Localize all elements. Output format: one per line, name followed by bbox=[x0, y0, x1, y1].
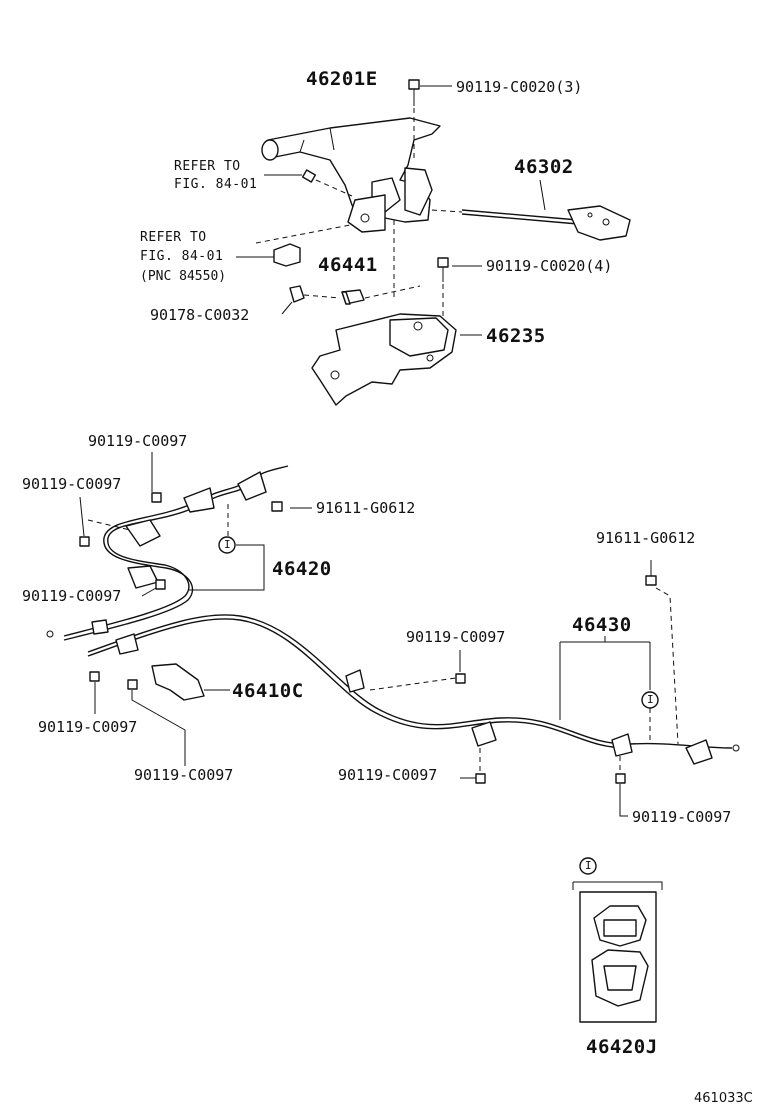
bracket-drawing bbox=[311, 313, 482, 406]
cable-left-part-number: 46420 bbox=[272, 558, 332, 580]
bushing-drawing bbox=[303, 220, 421, 305]
refer-fig-2-line1: REFER TO bbox=[140, 230, 207, 245]
bracket-bolt-part-number: 90119-C0020(4) bbox=[486, 257, 613, 275]
cover-part-number: 46410C bbox=[232, 680, 304, 702]
bolt-bottom-left-2-part-number: 90119-C0097 bbox=[134, 766, 234, 784]
lever-bolt-drawing bbox=[408, 79, 452, 160]
clip-part-number: 90178-C0032 bbox=[150, 306, 250, 324]
cable-right-part-number: 46430 bbox=[572, 614, 632, 636]
bolt-bottom-left-1-part-number: 90119-C0097 bbox=[38, 718, 138, 736]
detail-marker: I bbox=[585, 859, 592, 872]
refer-clip-drawing bbox=[236, 224, 351, 267]
refer-fig-1-line1: REFER TO bbox=[174, 159, 241, 174]
cable-46430-drawing bbox=[87, 614, 740, 765]
clip-drawing bbox=[281, 285, 305, 315]
cable-46420-drawing bbox=[46, 465, 289, 641]
refer-fig-1-line2: FIG. 84-01 bbox=[174, 177, 258, 192]
lever-bolt-part-number: 90119-C0020(3) bbox=[456, 78, 583, 96]
diagram-id: 461033C bbox=[694, 1091, 753, 1106]
callout-lines bbox=[188, 504, 659, 740]
callout-marker-2: I bbox=[647, 693, 654, 706]
bolt-top-part-number: 90119-C0097 bbox=[88, 432, 188, 450]
lower-bolts-drawing bbox=[79, 452, 679, 817]
rod-drawing bbox=[431, 179, 631, 241]
nut-1-part-number: 91611-G0612 bbox=[316, 499, 416, 517]
bolt-bottom-center-part-number: 90119-C0097 bbox=[338, 766, 438, 784]
rod-part-number: 46302 bbox=[514, 156, 574, 178]
bolt-center-part-number: 90119-C0097 bbox=[406, 628, 506, 646]
lever-part-number: 46201E bbox=[306, 68, 378, 90]
bracket-part-number: 46235 bbox=[486, 325, 546, 347]
bolt-left-part-number: 90119-C0097 bbox=[22, 475, 122, 493]
bolt-bottom-right-part-number: 90119-C0097 bbox=[632, 808, 732, 826]
refer-fig-2-line2: FIG. 84-01 bbox=[140, 249, 224, 264]
bracket-bolt-drawing bbox=[437, 257, 482, 320]
bolt-mid-left-part-number: 90119-C0097 bbox=[22, 587, 122, 605]
lever-assembly-drawing bbox=[261, 117, 441, 233]
refer-bolt-drawing bbox=[264, 169, 353, 197]
refer-fig-2-line3: (PNC 84550) bbox=[140, 269, 227, 284]
detail-part-number: 46420J bbox=[586, 1036, 658, 1058]
callout-marker-1: I bbox=[224, 538, 231, 551]
bushing-part-number: 46441 bbox=[318, 254, 378, 276]
nut-2-part-number: 91611-G0612 bbox=[596, 529, 696, 547]
cover-drawing bbox=[151, 663, 230, 701]
detail-box bbox=[572, 857, 663, 1023]
